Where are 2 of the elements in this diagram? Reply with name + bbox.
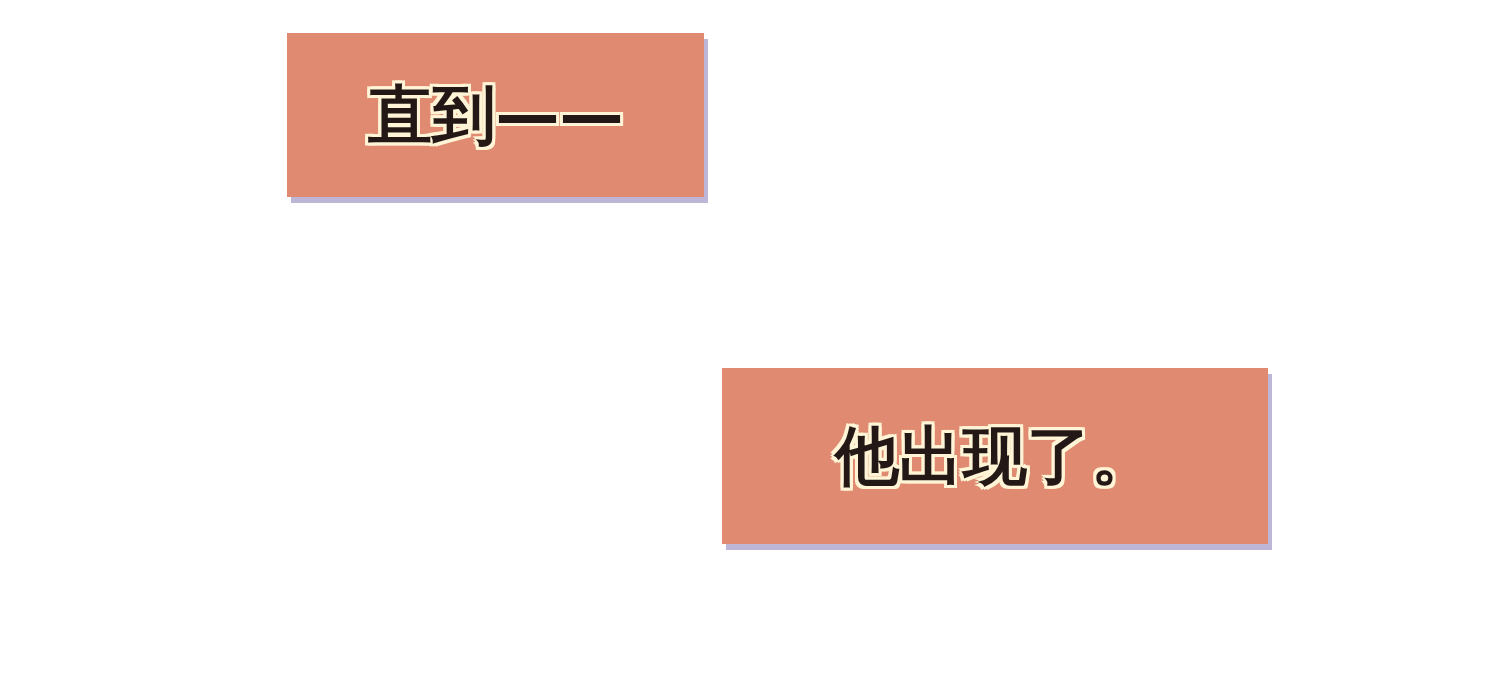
caption-text: 他出现了。 <box>835 417 1155 495</box>
caption-text: 直到—— <box>367 76 624 154</box>
